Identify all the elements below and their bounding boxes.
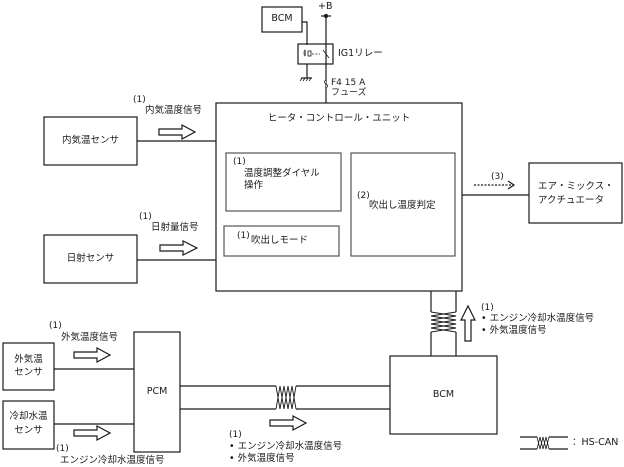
ambient-sensor-box [2,342,55,391]
judge-num: (2) [357,191,370,201]
judge-block [350,152,456,257]
bcm-box [389,355,498,435]
mode-block [223,225,340,257]
coolant-signal-arrow [73,424,112,442]
coolant-signal-label: エンジン冷却水温度信号 [60,455,165,466]
actuator-label-1: エア・ミックス・ [538,181,614,192]
plus-b-label: +B [318,1,333,12]
solar-sensor-label: 日射センサ [66,253,115,264]
mode-num: (1) [237,231,250,241]
coolant-sensor-box [2,400,55,450]
interior-sensor-label: 内気温センサ [61,135,119,146]
interior-signal-label: 内気温度信号 [145,105,203,116]
bcm-relay-wire [302,21,308,45]
actuator-box [528,162,623,224]
pcm-bcm-signal-num: (1) [229,430,242,440]
ambient-signal-label: 外気温度信号 [61,332,119,343]
ambient-sensor-label-2: センサ [14,367,43,378]
actuator-label-2: アクチュエータ [538,195,605,206]
solar-signal-label: 日射量信号 [151,222,199,233]
bcm-hcu-signal-1: • エンジン冷却水温度信号 [481,313,595,324]
ambient-sensor-label-1: 外気温 [14,354,43,365]
hcu-box [215,102,463,292]
top-bcm-label: BCM [271,13,293,24]
fuse-label: フューズ [331,88,367,98]
ig1-relay-label: IG1リレー [338,48,383,59]
interior-signal-arrow [158,123,197,141]
legend-label: ：HS-CAN [572,437,619,448]
solar-signal-num: (1) [139,212,152,222]
pcm-box [133,331,181,453]
interior-signal-num: (1) [133,95,146,105]
coolant-sensor-label-1: 冷却水温 [9,411,48,422]
solar-sensor-box [43,234,138,284]
fuse-rating-label: F4 15 A [331,78,366,88]
hs-can-twist-pcm-bcm [275,385,297,410]
ambient-signal-num: (1) [49,321,62,331]
pcm-bcm-signal-arrow [269,414,308,432]
ig1-relay-box [297,43,334,65]
dial-label-2: 操作 [244,180,264,191]
mode-label: 吹出しモード [251,235,309,246]
dial-block [225,152,342,212]
fuse-icon [324,79,328,89]
judge-label: 吹出し温度判定 [369,200,436,211]
pcm-bcm-signal-1: • エンジン冷却水温度信号 [229,441,343,452]
coolant-sensor-label-2: センサ [14,425,43,436]
legend-can-twist [536,436,550,450]
bcm-hcu-signal-num: (1) [481,303,494,313]
coolant-signal-num: (1) [56,444,69,454]
solar-signal-arrow [159,240,199,256]
actuator-signal-num: (3) [491,172,504,182]
ambient-signal-arrow [73,346,112,364]
top-bcm-box [261,6,303,33]
hs-can-twist-bcm-hcu [430,311,457,333]
hcu-title: ヒータ・コントロール・ユニット [267,113,411,124]
bcm-label: BCM [432,389,455,400]
bcm-hcu-signal-arrow [460,304,476,342]
dial-num: (1) [233,157,246,167]
pcm-bcm-signal-2: • 外気温度信号 [229,453,295,464]
dial-label-1: 温度調整ダイヤル [244,168,320,179]
pcm-label: PCM [146,386,168,397]
bcm-hcu-signal-2: • 外気温度信号 [481,325,547,336]
